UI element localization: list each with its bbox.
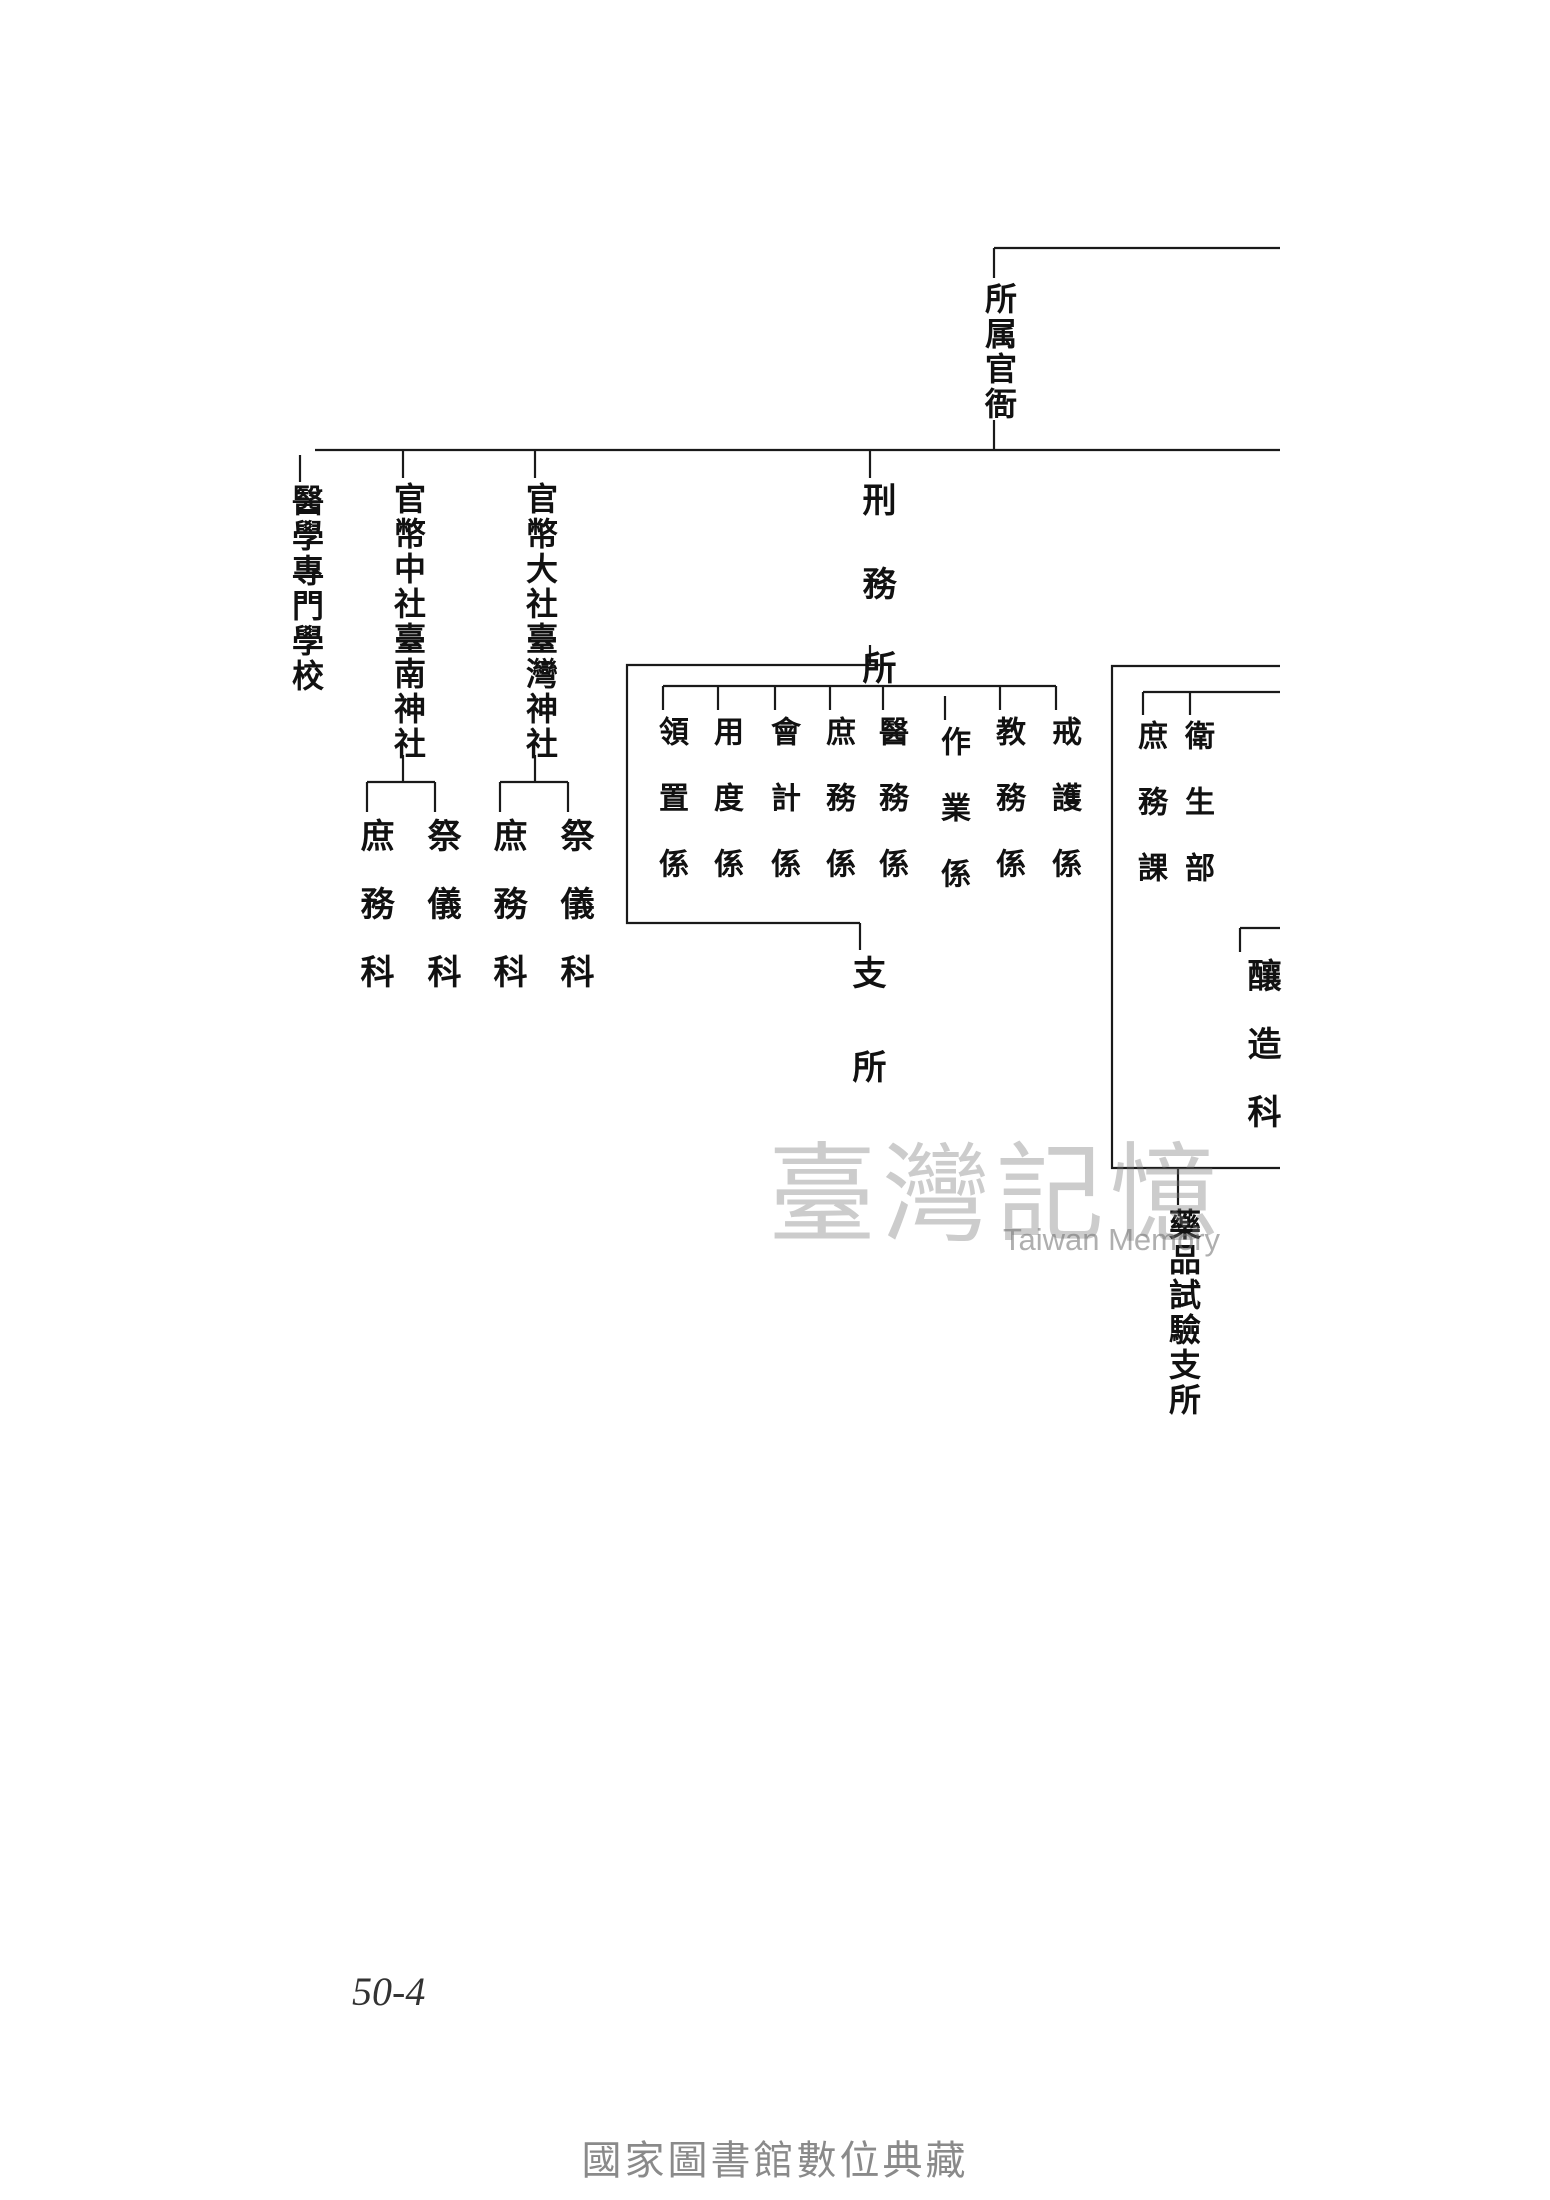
node-branch-prison: 支所	[846, 955, 886, 1143]
tainan-shrine-rites: 祭儀科	[421, 818, 461, 1022]
node-tainan-shrine: 官幣中社臺南神社	[389, 482, 427, 762]
watermark-english: Taiwan Memory	[1003, 1222, 1221, 1257]
prison-unit-general-affairs: 庶務係	[820, 716, 855, 914]
prison-unit-education: 教務係	[990, 716, 1025, 914]
node-medical-school: 醫學專門學校	[287, 484, 325, 694]
node-brewing-section: 釀造科	[1241, 958, 1281, 1162]
node-drug-testing-branch: 藥品試驗支所	[1164, 1208, 1202, 1418]
hygiene-department: 衛生部	[1179, 720, 1214, 918]
prison-unit-supplies: 用度係	[708, 716, 743, 914]
tainan-shrine-general-affairs: 庶務科	[354, 818, 394, 1022]
watermark-logo: 臺灣記憶	[768, 1133, 1225, 1258]
prison-unit-labor: 作業係	[935, 726, 970, 924]
node-taiwan-shrine: 官幣大社臺灣神社	[521, 482, 559, 762]
footer-archive-label: 國家圖書館數位典藏	[581, 2138, 969, 2184]
prison-unit-medical: 醫務係	[873, 716, 908, 914]
node-affiliated-offices: 所属官衙	[980, 282, 1018, 422]
prison-unit-accounting: 會計係	[765, 716, 800, 914]
taiwan-shrine-general-affairs: 庶務科	[487, 818, 527, 1022]
hygiene-general-affairs: 庶務課	[1132, 720, 1167, 918]
prison-unit-guard: 戒護係	[1046, 716, 1081, 914]
taiwan-shrine-rites: 祭儀科	[554, 818, 594, 1022]
node-prison: 刑務所	[856, 482, 896, 734]
prison-unit-custody: 領置係	[653, 716, 688, 914]
page-number: 50-4	[352, 1969, 426, 2014]
